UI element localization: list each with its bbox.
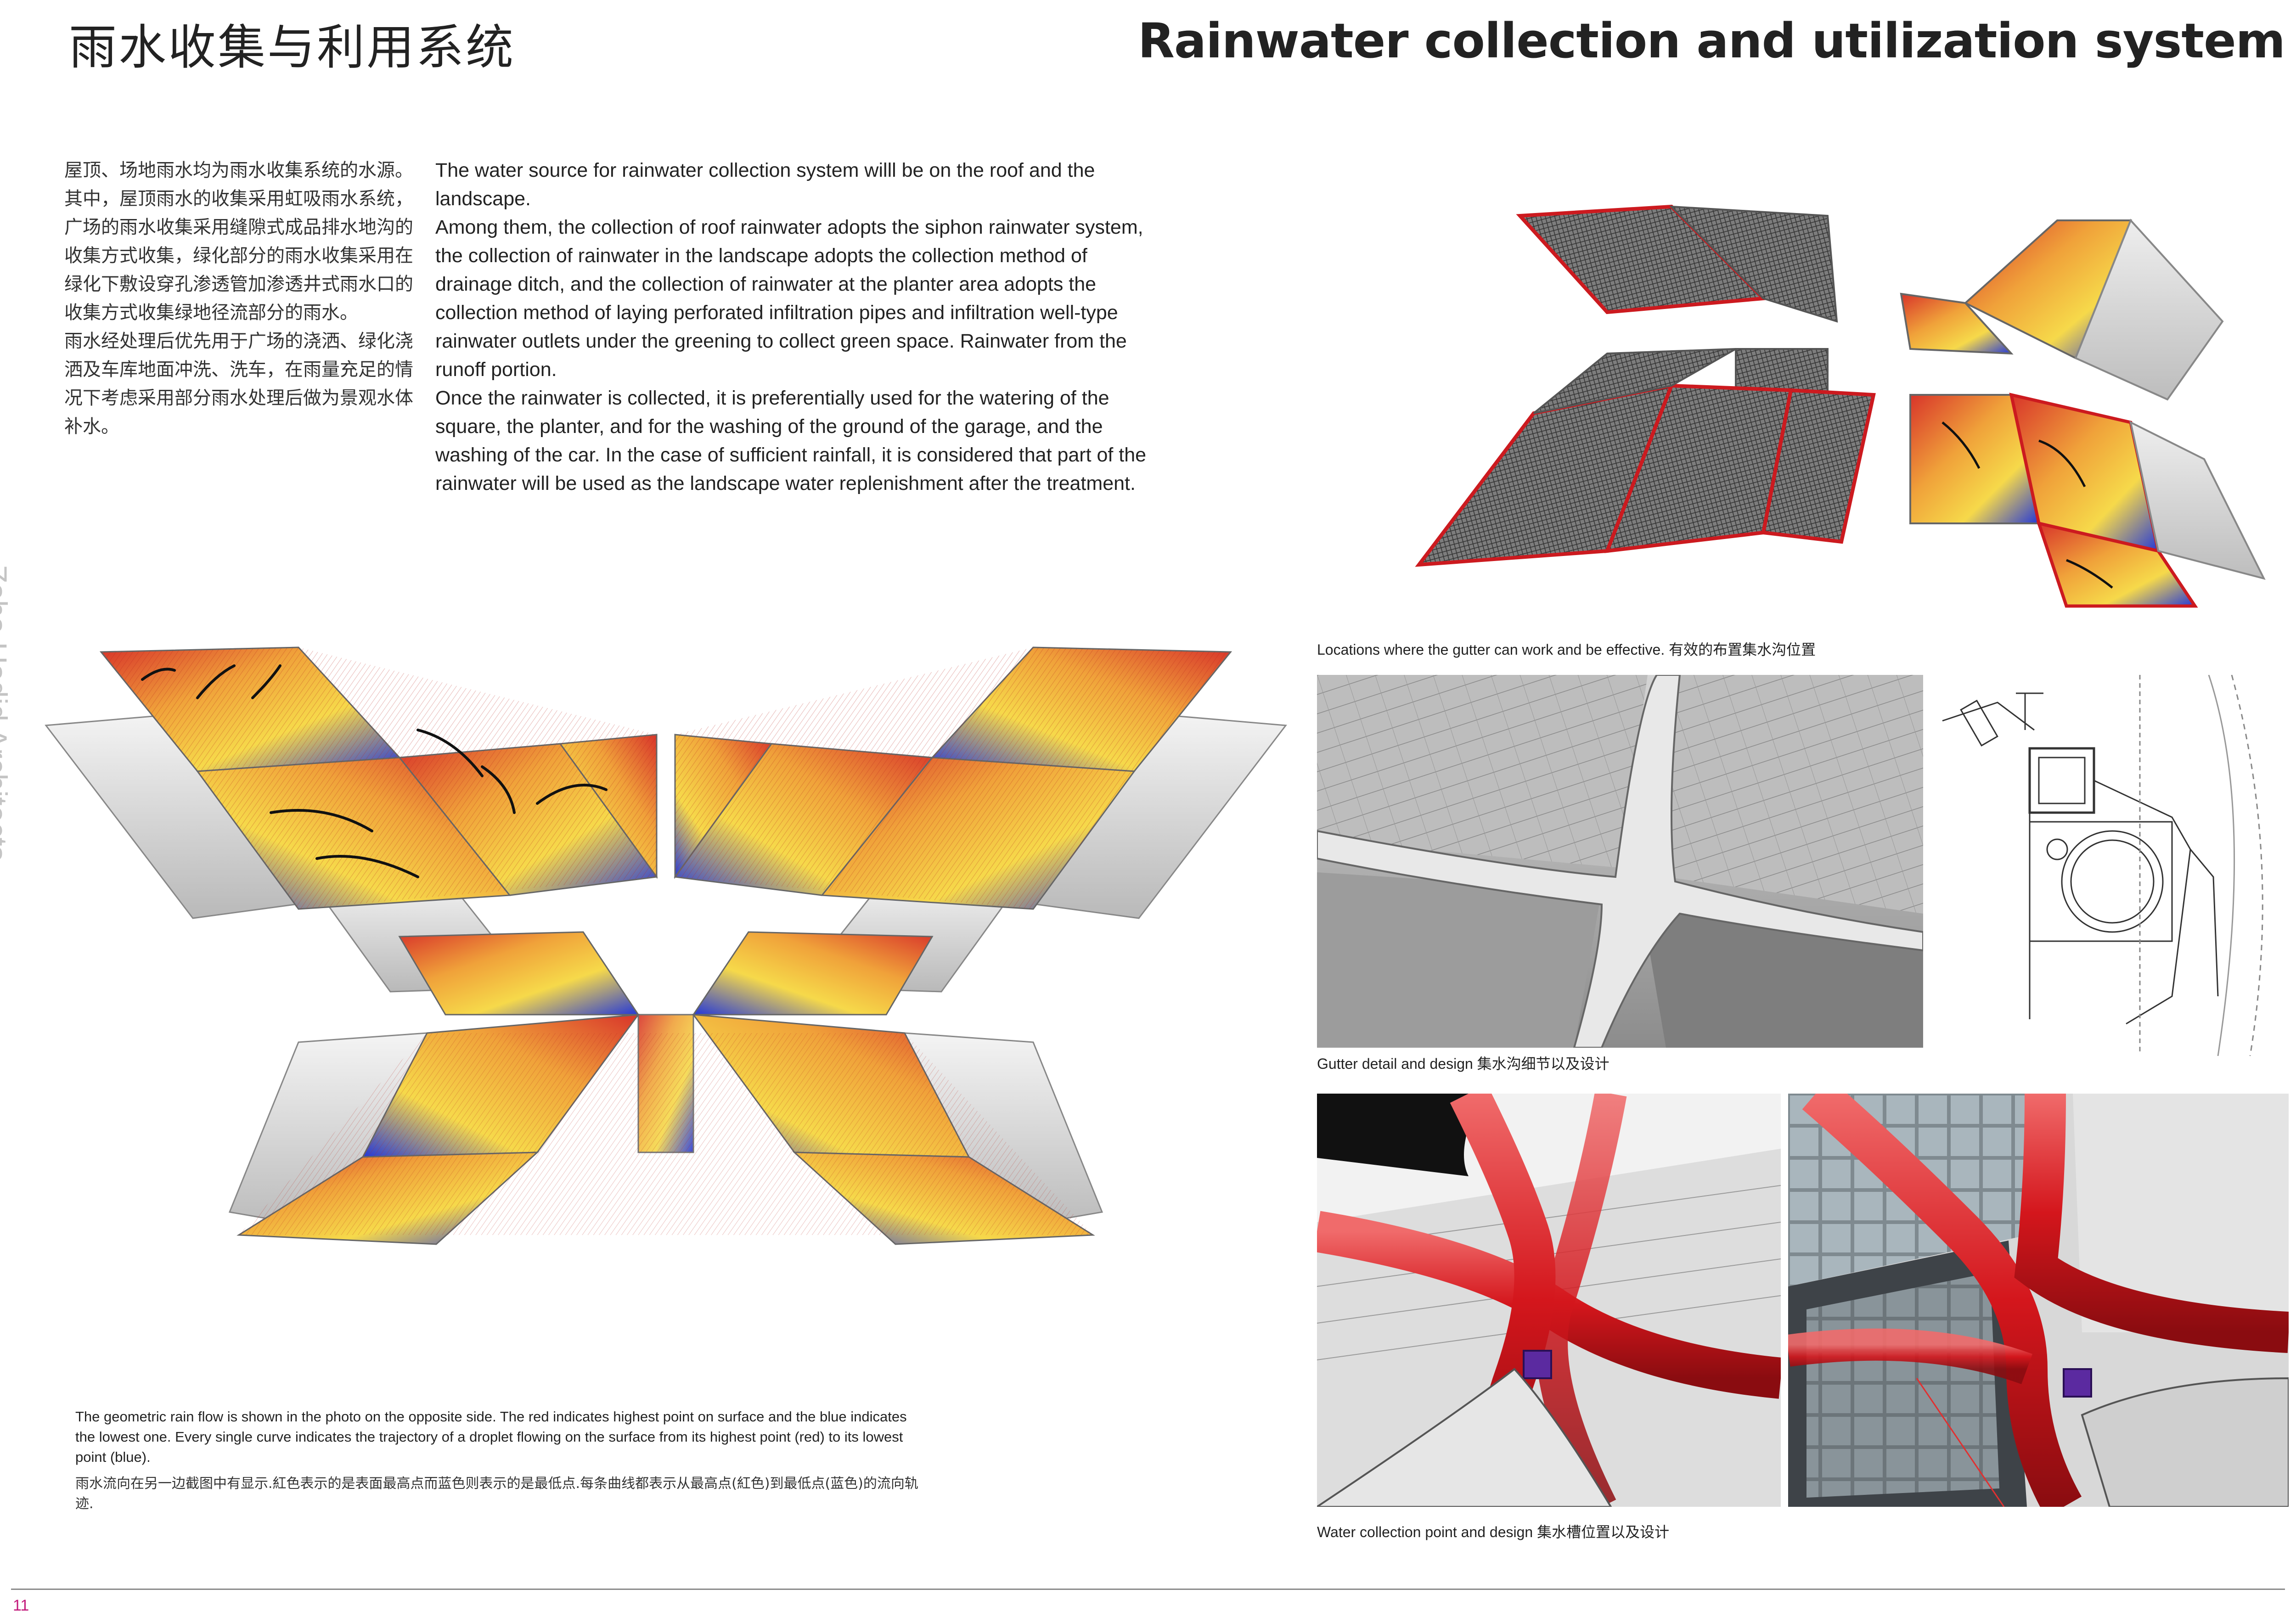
gutter-channel (1317, 675, 1923, 1048)
flow-arrow (270, 809, 373, 832)
flow-arrow (481, 765, 516, 814)
rain-flow-diagram (45, 646, 1287, 1245)
page-number: 11 (13, 1597, 29, 1614)
flow-arrow (536, 784, 608, 805)
gutter-render (1317, 675, 1923, 1048)
body-cn-paragraph: 雨水经处理后优先用于广场的浇洒、绿化浇洒及车库地面冲洗、洗车，在雨量充足的情况下… (64, 331, 413, 437)
note-cn: 雨水流向在另一边截图中有显示.紅色表示的是表面最高点而蓝色则表示的是最低点.每条… (75, 1476, 918, 1512)
page-title-en: Rainwater collection and utilization sys… (1137, 13, 2285, 69)
pipe-render-left (1317, 1094, 1781, 1507)
grey-shell (2074, 219, 2224, 401)
red-pipe (1536, 1094, 1627, 1507)
flow-arrow (251, 664, 281, 699)
body-en-paragraph: Among them, the collection of roof rainw… (435, 216, 1143, 381)
collection-box (2063, 1368, 2092, 1398)
collection-box (1523, 1350, 1552, 1379)
caption-gutter-locations: Locations where the gutter can work and … (1317, 641, 1816, 658)
flow-arrow (141, 668, 176, 681)
flow-panel (2036, 521, 2198, 608)
body-cn-paragraph: 其中，屋顶雨水的收集采用虹吸雨水系统，广场的雨水收集采用缝隙式成品排水地沟的收集… (64, 188, 413, 323)
diagram-note: The geometric rain flow is shown in the … (75, 1407, 925, 1514)
brand-text: Zaha Hadid Architects (0, 565, 13, 861)
flow-panel (692, 931, 934, 1016)
vertical-brand-text: Zaha Hadid Architects (0, 565, 14, 978)
roof-gutter-diagram (1415, 204, 2266, 608)
flow-arrow (1941, 421, 1981, 469)
red-pipe (1802, 1094, 2082, 1507)
page-title-cn: 雨水收集与利用系统 (69, 19, 516, 75)
flow-panel (1900, 292, 2014, 355)
footer-divider (11, 1589, 2285, 1590)
red-pipe (1788, 1328, 2032, 1384)
grey-shell (2129, 421, 2266, 580)
body-cn-paragraph: 屋顶、场地雨水均为雨水收集系统的水源。 (64, 160, 413, 181)
mesh-panel (1761, 388, 1876, 544)
gutter-section-drawing (1942, 675, 2263, 1056)
body-text-en: The water source for rainwater collectio… (435, 156, 1161, 498)
flow-arrow (315, 855, 419, 878)
caption-gutter-detail: Gutter detail and design 集水沟细节以及设计 (1317, 1056, 1609, 1072)
flow-arrow (416, 729, 484, 777)
caption-water-collection: Water collection point and design 集水槽位置以… (1317, 1524, 1670, 1540)
body-text-cn: 屋顶、场地雨水均为雨水收集系统的水源。 其中，屋顶雨水的收集采用虹吸雨水系统，广… (64, 156, 413, 441)
body-en-paragraph: The water source for rainwater collectio… (435, 159, 1095, 210)
mesh-panel (1669, 205, 1838, 323)
flow-panel (398, 931, 640, 1016)
flow-arrow (2038, 439, 2086, 488)
red-pipe (2014, 1094, 2289, 1353)
mesh-panel (1533, 348, 1736, 414)
flow-arrow (2066, 559, 2113, 589)
note-en: The geometric rain flow is shown in the … (75, 1409, 907, 1465)
body-en-paragraph: Once the rainwater is collected, it is p… (435, 387, 1147, 494)
pipe-render-right (1788, 1094, 2289, 1507)
flow-panel (2009, 393, 2161, 553)
flow-arrow (196, 664, 236, 699)
